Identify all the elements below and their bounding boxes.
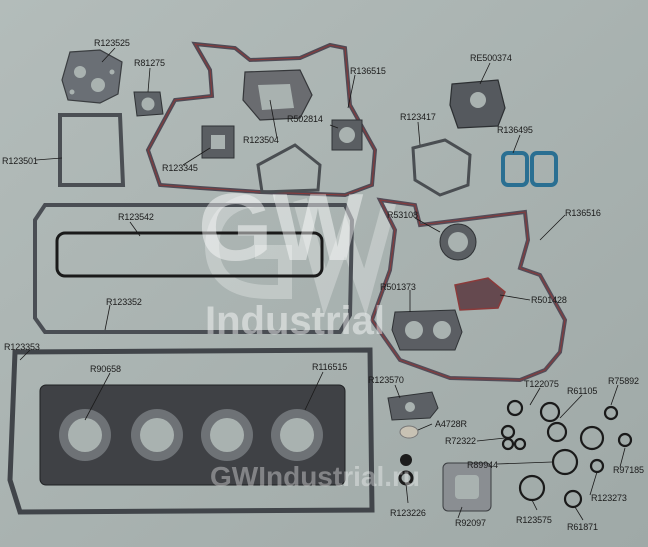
gasket-r123417 xyxy=(411,138,472,197)
part-label-r61871: R61871 xyxy=(567,522,598,532)
gasket-r501428 xyxy=(454,277,506,311)
gasket-r502814 xyxy=(331,119,363,151)
gasket-r123504 xyxy=(242,69,313,121)
gasket-r123525 xyxy=(61,49,123,104)
part-label-r136515: R136515 xyxy=(350,66,386,76)
gasket-re500374 xyxy=(449,79,506,129)
gasket-r123353 xyxy=(7,347,375,515)
part-label-r136495: R136495 xyxy=(497,125,533,135)
part-label-r90658: R90658 xyxy=(90,364,121,374)
part-label-r61105: R61105 xyxy=(567,386,598,396)
watermark-site-text: GWIndustrial.ru xyxy=(210,461,420,492)
part-label-r123417: R123417 xyxy=(400,112,436,122)
gasket-r92097 xyxy=(442,462,492,512)
part-label-r123353: R123353 xyxy=(4,342,40,352)
part-label-r89944: R89944 xyxy=(467,460,498,470)
part-label-r97185: R97185 xyxy=(613,465,644,475)
gasket-r123352 xyxy=(33,203,355,334)
part-label-r75892: R75892 xyxy=(608,376,639,386)
gasket-r81275 xyxy=(133,91,164,117)
part-label-r123570: R123570 xyxy=(368,375,404,385)
part-label-r123345: R123345 xyxy=(162,163,198,173)
part-label-r123575: R123575 xyxy=(516,515,552,525)
watermark-logo-text: GW xyxy=(198,174,364,281)
part-label-r81275: R81275 xyxy=(134,58,165,68)
part-label-r123542: R123542 xyxy=(118,212,154,222)
gasket-r501373 xyxy=(391,309,463,351)
part-label-r123525: R123525 xyxy=(94,38,130,48)
watermark-sub-text: Industrial xyxy=(205,299,386,343)
o-rings xyxy=(500,399,633,509)
gasket-r136516 xyxy=(369,197,568,383)
part-label-r116515: R116515 xyxy=(312,362,348,372)
gasket-r136515 xyxy=(145,41,378,198)
gasket-r90658 xyxy=(39,384,346,486)
gasket-r123501 xyxy=(58,113,126,187)
part-label-r136516: R136516 xyxy=(565,208,601,218)
gasket-r53108 xyxy=(439,223,477,261)
part-label-re500374: RE500374 xyxy=(470,53,512,63)
part-label-r502814: R502814 xyxy=(287,114,323,124)
part-label-r123273: R123273 xyxy=(591,493,627,503)
part-label-r72322: R72322 xyxy=(445,436,476,446)
part-label-r123352: R123352 xyxy=(106,297,142,307)
gasket-r123570 xyxy=(387,391,439,421)
part-label-r123504: R123504 xyxy=(243,135,279,145)
part-label-r53108: R53108 xyxy=(387,210,418,220)
part-label-r92097: R92097 xyxy=(455,518,486,528)
gasket-cover-bracket xyxy=(256,143,322,194)
gasket-r123345 xyxy=(201,125,235,159)
leader-lines xyxy=(19,47,626,521)
part-label-t122075: T122075 xyxy=(524,379,559,389)
part-label-a4728r: A4728R xyxy=(435,419,467,429)
part-label-r501373: R501373 xyxy=(380,282,416,292)
part-label-r123501: R123501 xyxy=(2,156,38,166)
gasket-a4728r xyxy=(399,425,419,439)
gasket-r136495 xyxy=(501,151,558,187)
part-label-r123226: R123226 xyxy=(390,508,426,518)
part-label-r501428: R501428 xyxy=(531,295,567,305)
gasket-r123542 xyxy=(55,231,324,278)
